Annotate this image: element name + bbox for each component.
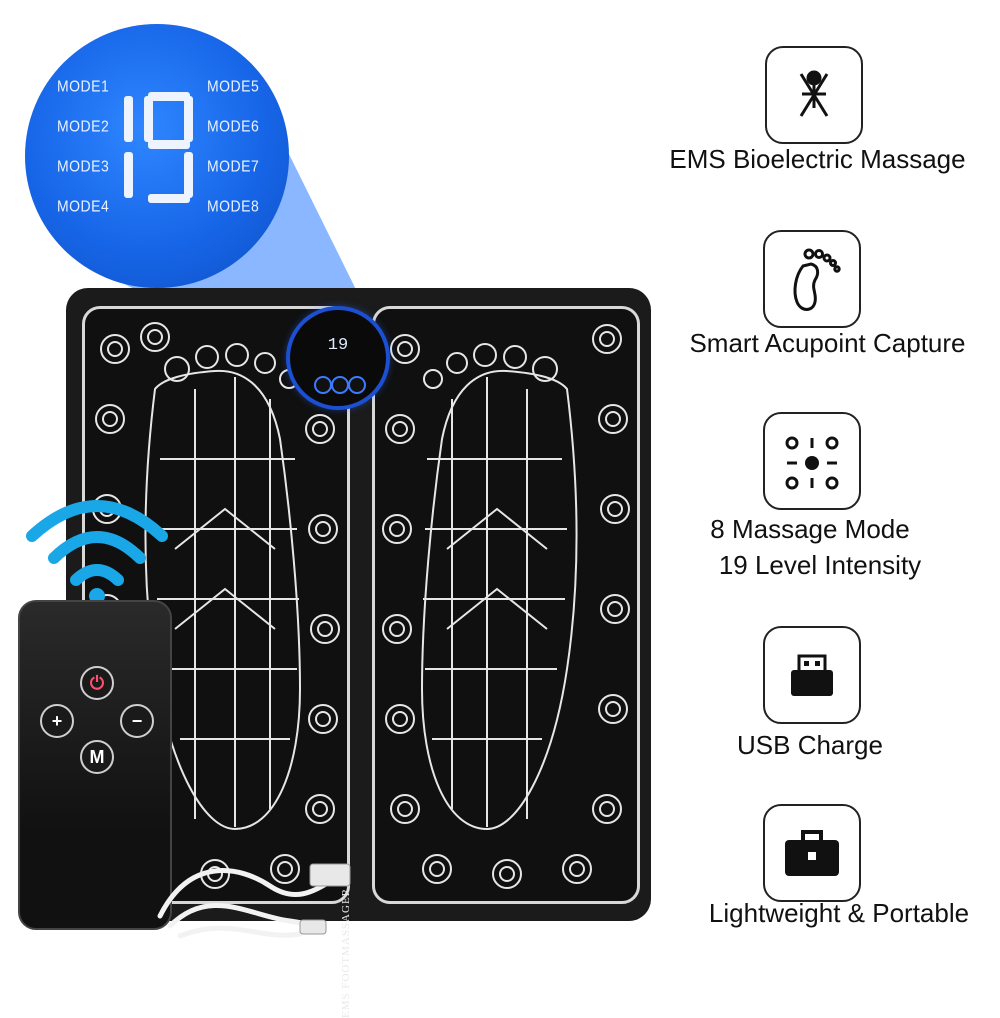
usb-cable xyxy=(157,863,351,939)
controller-display: 19 xyxy=(327,336,349,355)
wireless-signal-icon xyxy=(26,500,168,604)
ems-icon xyxy=(765,46,863,144)
mode-label: MODE1 xyxy=(57,77,110,95)
mode-label: MODE6 xyxy=(207,117,260,135)
feature-text-line2: 19 Level Intensity xyxy=(718,550,922,580)
foot-icon xyxy=(763,230,861,328)
remote-plus-button[interactable]: + xyxy=(40,704,74,738)
usb-plug-micro xyxy=(299,919,327,935)
mat-controller[interactable]: 19 xyxy=(290,310,386,406)
controller-button[interactable] xyxy=(314,376,332,394)
mode-label: MODE2 xyxy=(57,117,110,135)
controller-button[interactable] xyxy=(331,376,349,394)
level-digits xyxy=(124,92,193,203)
remote-minus-button[interactable]: − xyxy=(120,704,154,738)
feature-text: USB Charge xyxy=(737,730,883,760)
briefcase-icon xyxy=(763,804,861,902)
feature-text: EMS Bioelectric Massage xyxy=(669,144,966,174)
feature-text: Lightweight & Portable xyxy=(708,898,970,928)
mode-label: MODE7 xyxy=(207,157,260,175)
remote-control: ⏻ + − M xyxy=(18,600,172,930)
zoom-display-bubble: MODE1 MODE2 MODE3 MODE4 MODE5 MODE6 MODE… xyxy=(25,24,289,288)
right-foot-pad xyxy=(372,306,640,904)
usb-icon xyxy=(763,626,861,724)
remote-power-button[interactable]: ⏻ xyxy=(80,666,114,700)
remote-mode-button[interactable]: M xyxy=(80,740,114,774)
modes-grid-icon xyxy=(763,412,861,510)
reflexology-pattern xyxy=(382,324,630,889)
feature-text: Smart Acupoint Capture xyxy=(689,328,966,358)
mode-label: MODE8 xyxy=(207,197,260,215)
mode-label: MODE4 xyxy=(57,197,110,215)
usb-plug-a xyxy=(309,863,351,887)
mode-label: MODE5 xyxy=(207,77,260,95)
feature-text-line1: 8 Massage Mode xyxy=(710,514,910,544)
controller-button[interactable] xyxy=(348,376,366,394)
mode-label: MODE3 xyxy=(57,157,110,175)
